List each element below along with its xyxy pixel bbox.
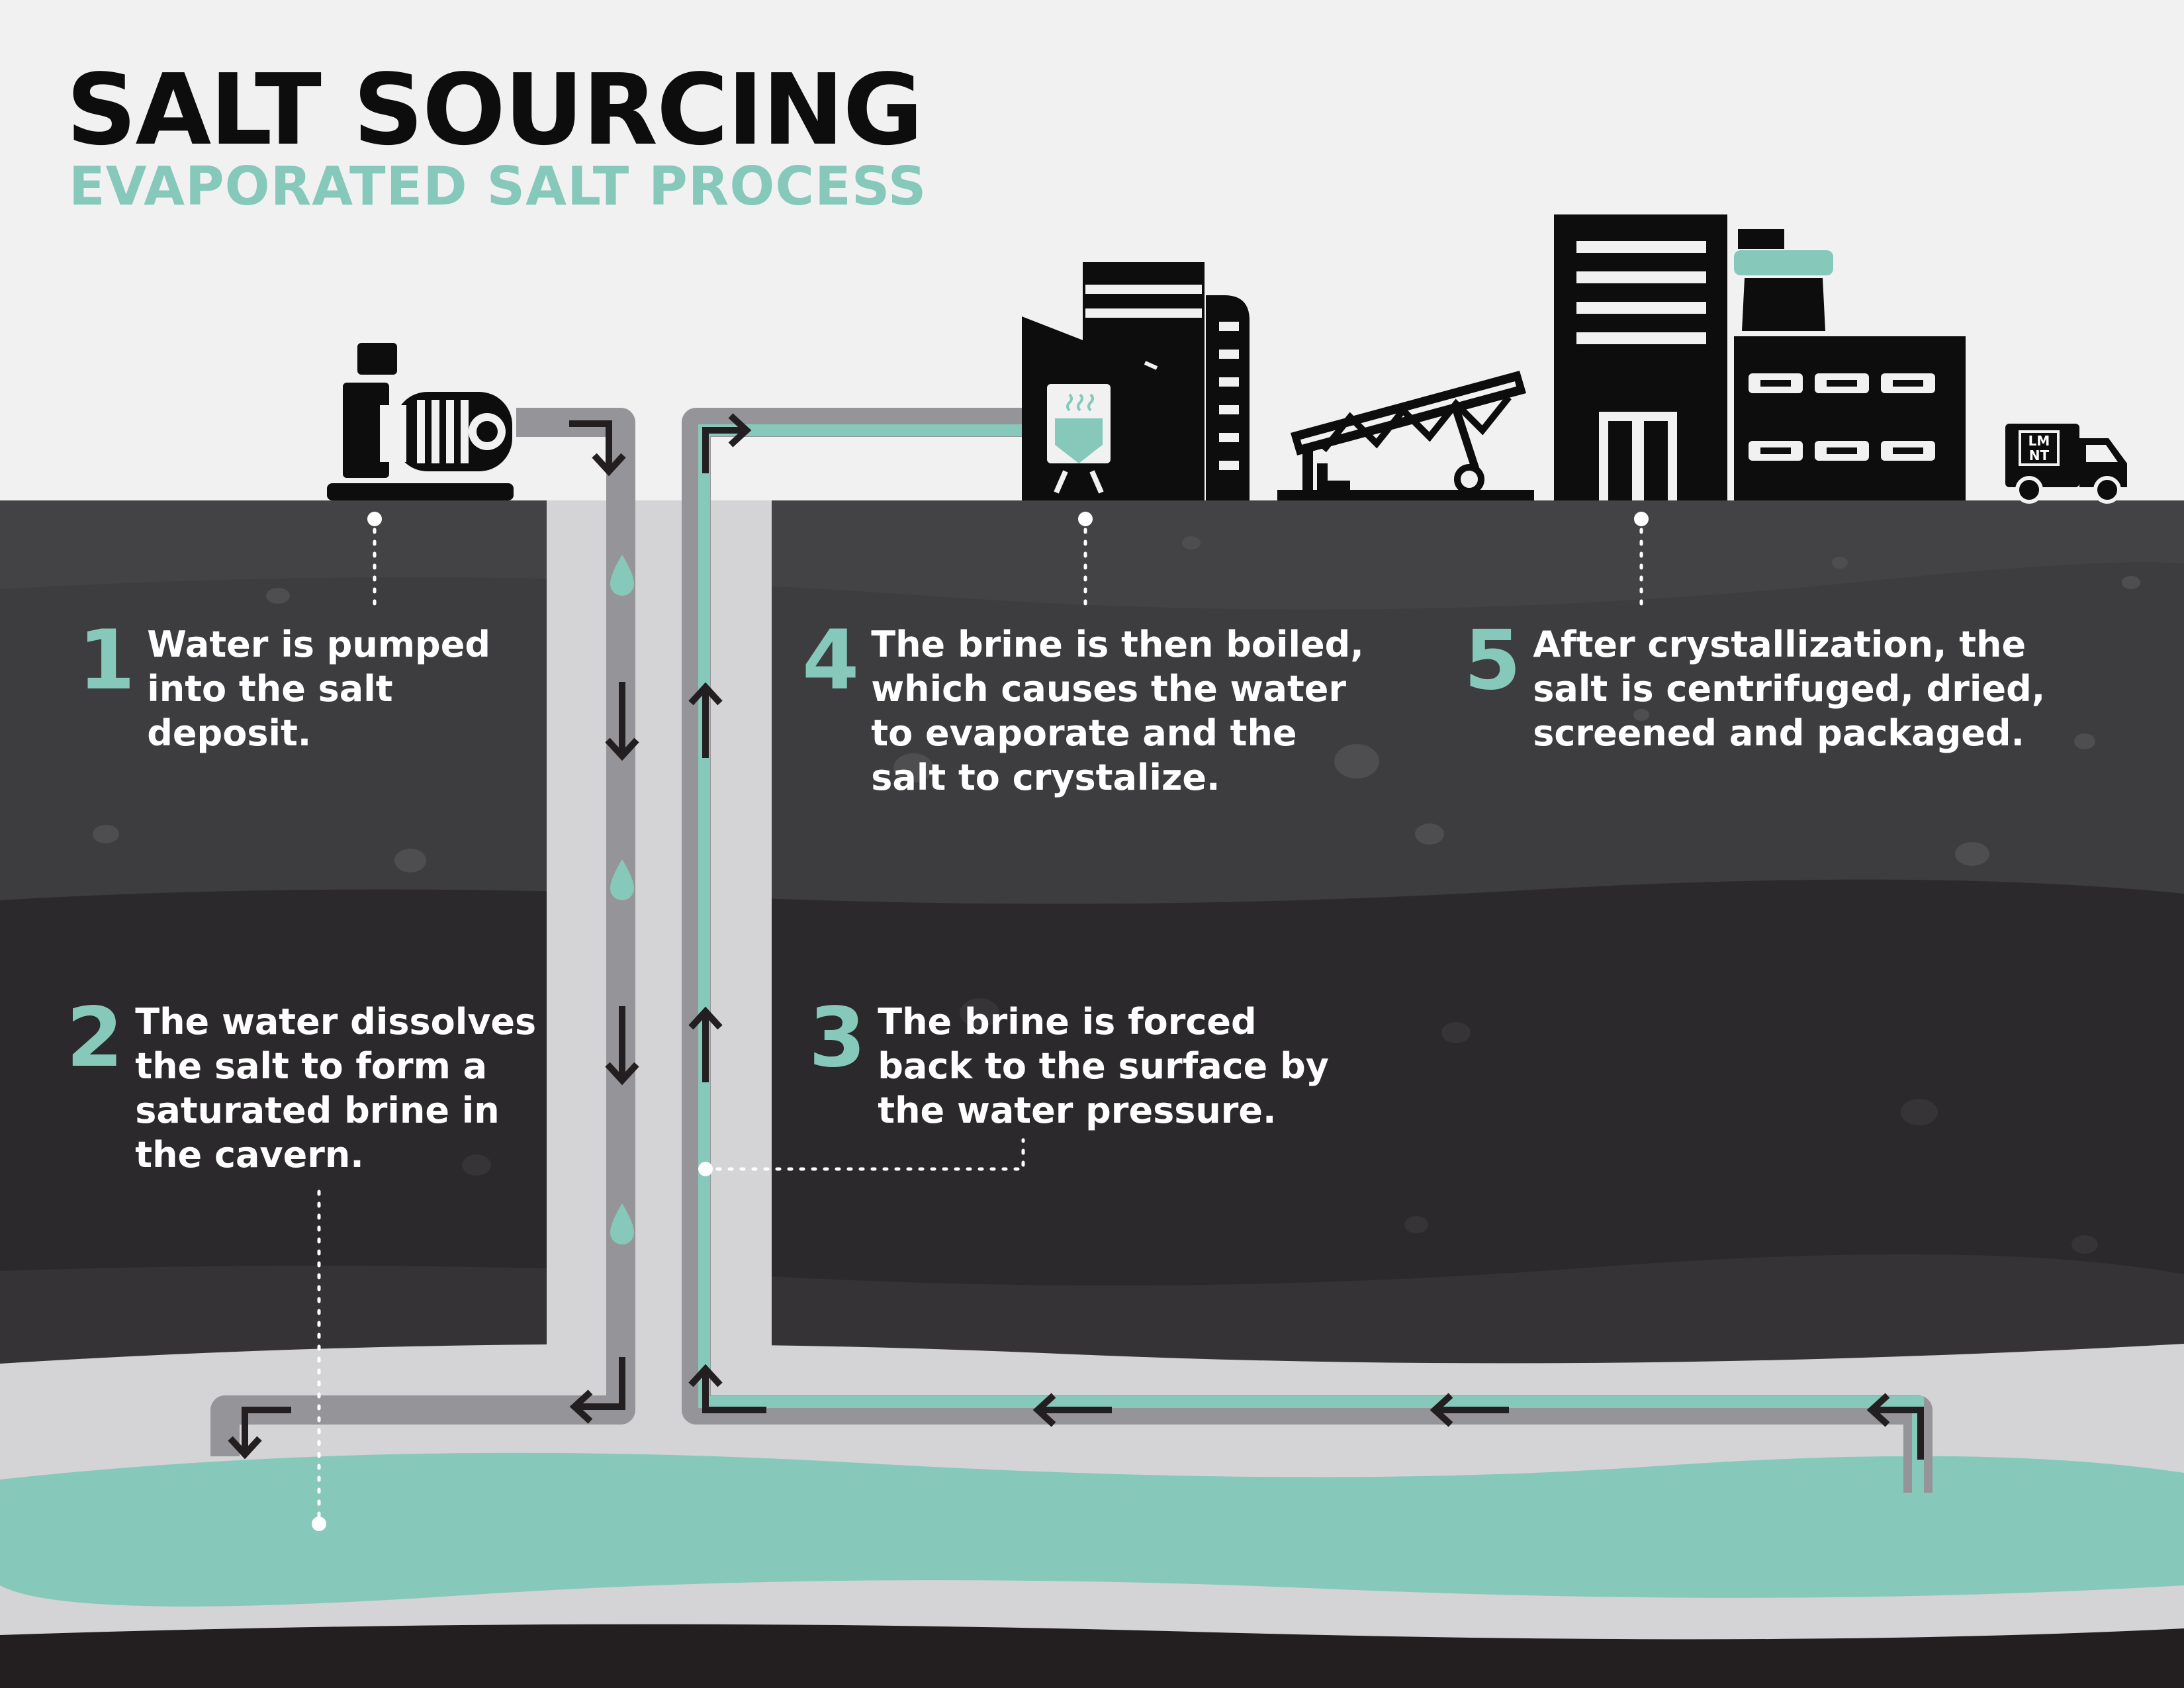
arrow-icon bbox=[688, 1364, 766, 1413]
step-1: 1 Water is pumped into the salt deposit. bbox=[78, 613, 541, 755]
step-number: 1 bbox=[78, 613, 136, 708]
water-drop-icon bbox=[610, 1203, 634, 1244]
callout-lines bbox=[317, 528, 1643, 1518]
truck-logo-text: LM NT bbox=[2028, 433, 2050, 463]
step-text: The brine is forced back to the surface … bbox=[878, 1001, 1329, 1131]
step-4: 4 The brine is then boiled, which causes… bbox=[802, 613, 1411, 800]
step-text: After crystallization, the salt is centr… bbox=[1533, 624, 2046, 754]
arrow-icon bbox=[228, 1407, 291, 1460]
arrow-icon bbox=[569, 420, 612, 470]
callout-dots bbox=[312, 512, 1649, 1531]
arrow-icon bbox=[1032, 1393, 1112, 1427]
water-drops bbox=[610, 555, 634, 1244]
conveyor-icon bbox=[1277, 371, 1534, 500]
rock-speckles bbox=[93, 536, 2140, 872]
page-subtitle: EVAPORATED SALT PROCESS bbox=[69, 156, 927, 217]
arrow-icon bbox=[688, 1006, 723, 1082]
arrow-icon bbox=[569, 1357, 625, 1424]
arrow-icon bbox=[1430, 1393, 1509, 1427]
page-title: SALT SOURCING bbox=[66, 53, 923, 167]
truck-icon bbox=[2005, 424, 2127, 504]
arrow-icon bbox=[605, 682, 639, 761]
water-drop-icon bbox=[610, 555, 634, 596]
lower-rock-layer bbox=[0, 879, 2184, 1377]
rock-band bbox=[0, 562, 2184, 914]
step-text: Water is pumped into the salt deposit. bbox=[147, 624, 490, 754]
arrow-icon bbox=[688, 682, 723, 758]
step-number: 4 bbox=[802, 613, 860, 708]
step-5: 5 After crystallization, the salt is cen… bbox=[1464, 613, 2126, 755]
brine-cavern bbox=[0, 1452, 2184, 1607]
step-2: 2 The water dissolves the salt to form a… bbox=[66, 990, 543, 1177]
step-number: 3 bbox=[809, 990, 866, 1086]
pump-icon bbox=[327, 343, 514, 500]
arrow-icon bbox=[702, 413, 752, 473]
factory-icon bbox=[1554, 214, 1966, 500]
flow-arrows bbox=[228, 413, 1924, 1460]
borehole-shaft bbox=[547, 500, 772, 1427]
step-text: The water dissolves the salt to form a s… bbox=[135, 1001, 537, 1176]
step-text: The brine is then boiled, which causes t… bbox=[871, 624, 1364, 798]
step-number: 5 bbox=[1464, 613, 1522, 708]
arrow-icon bbox=[605, 1006, 639, 1086]
arrow-icon bbox=[592, 453, 626, 477]
step-3: 3 The brine is forced back to the surfac… bbox=[809, 990, 1351, 1133]
step-number: 2 bbox=[66, 990, 124, 1086]
arrow-icon bbox=[1866, 1393, 1924, 1460]
evaporator-icon bbox=[1022, 262, 1250, 500]
water-drop-icon bbox=[610, 859, 634, 900]
bedrock bbox=[0, 1624, 2184, 1688]
lower-speckles bbox=[462, 998, 2098, 1254]
